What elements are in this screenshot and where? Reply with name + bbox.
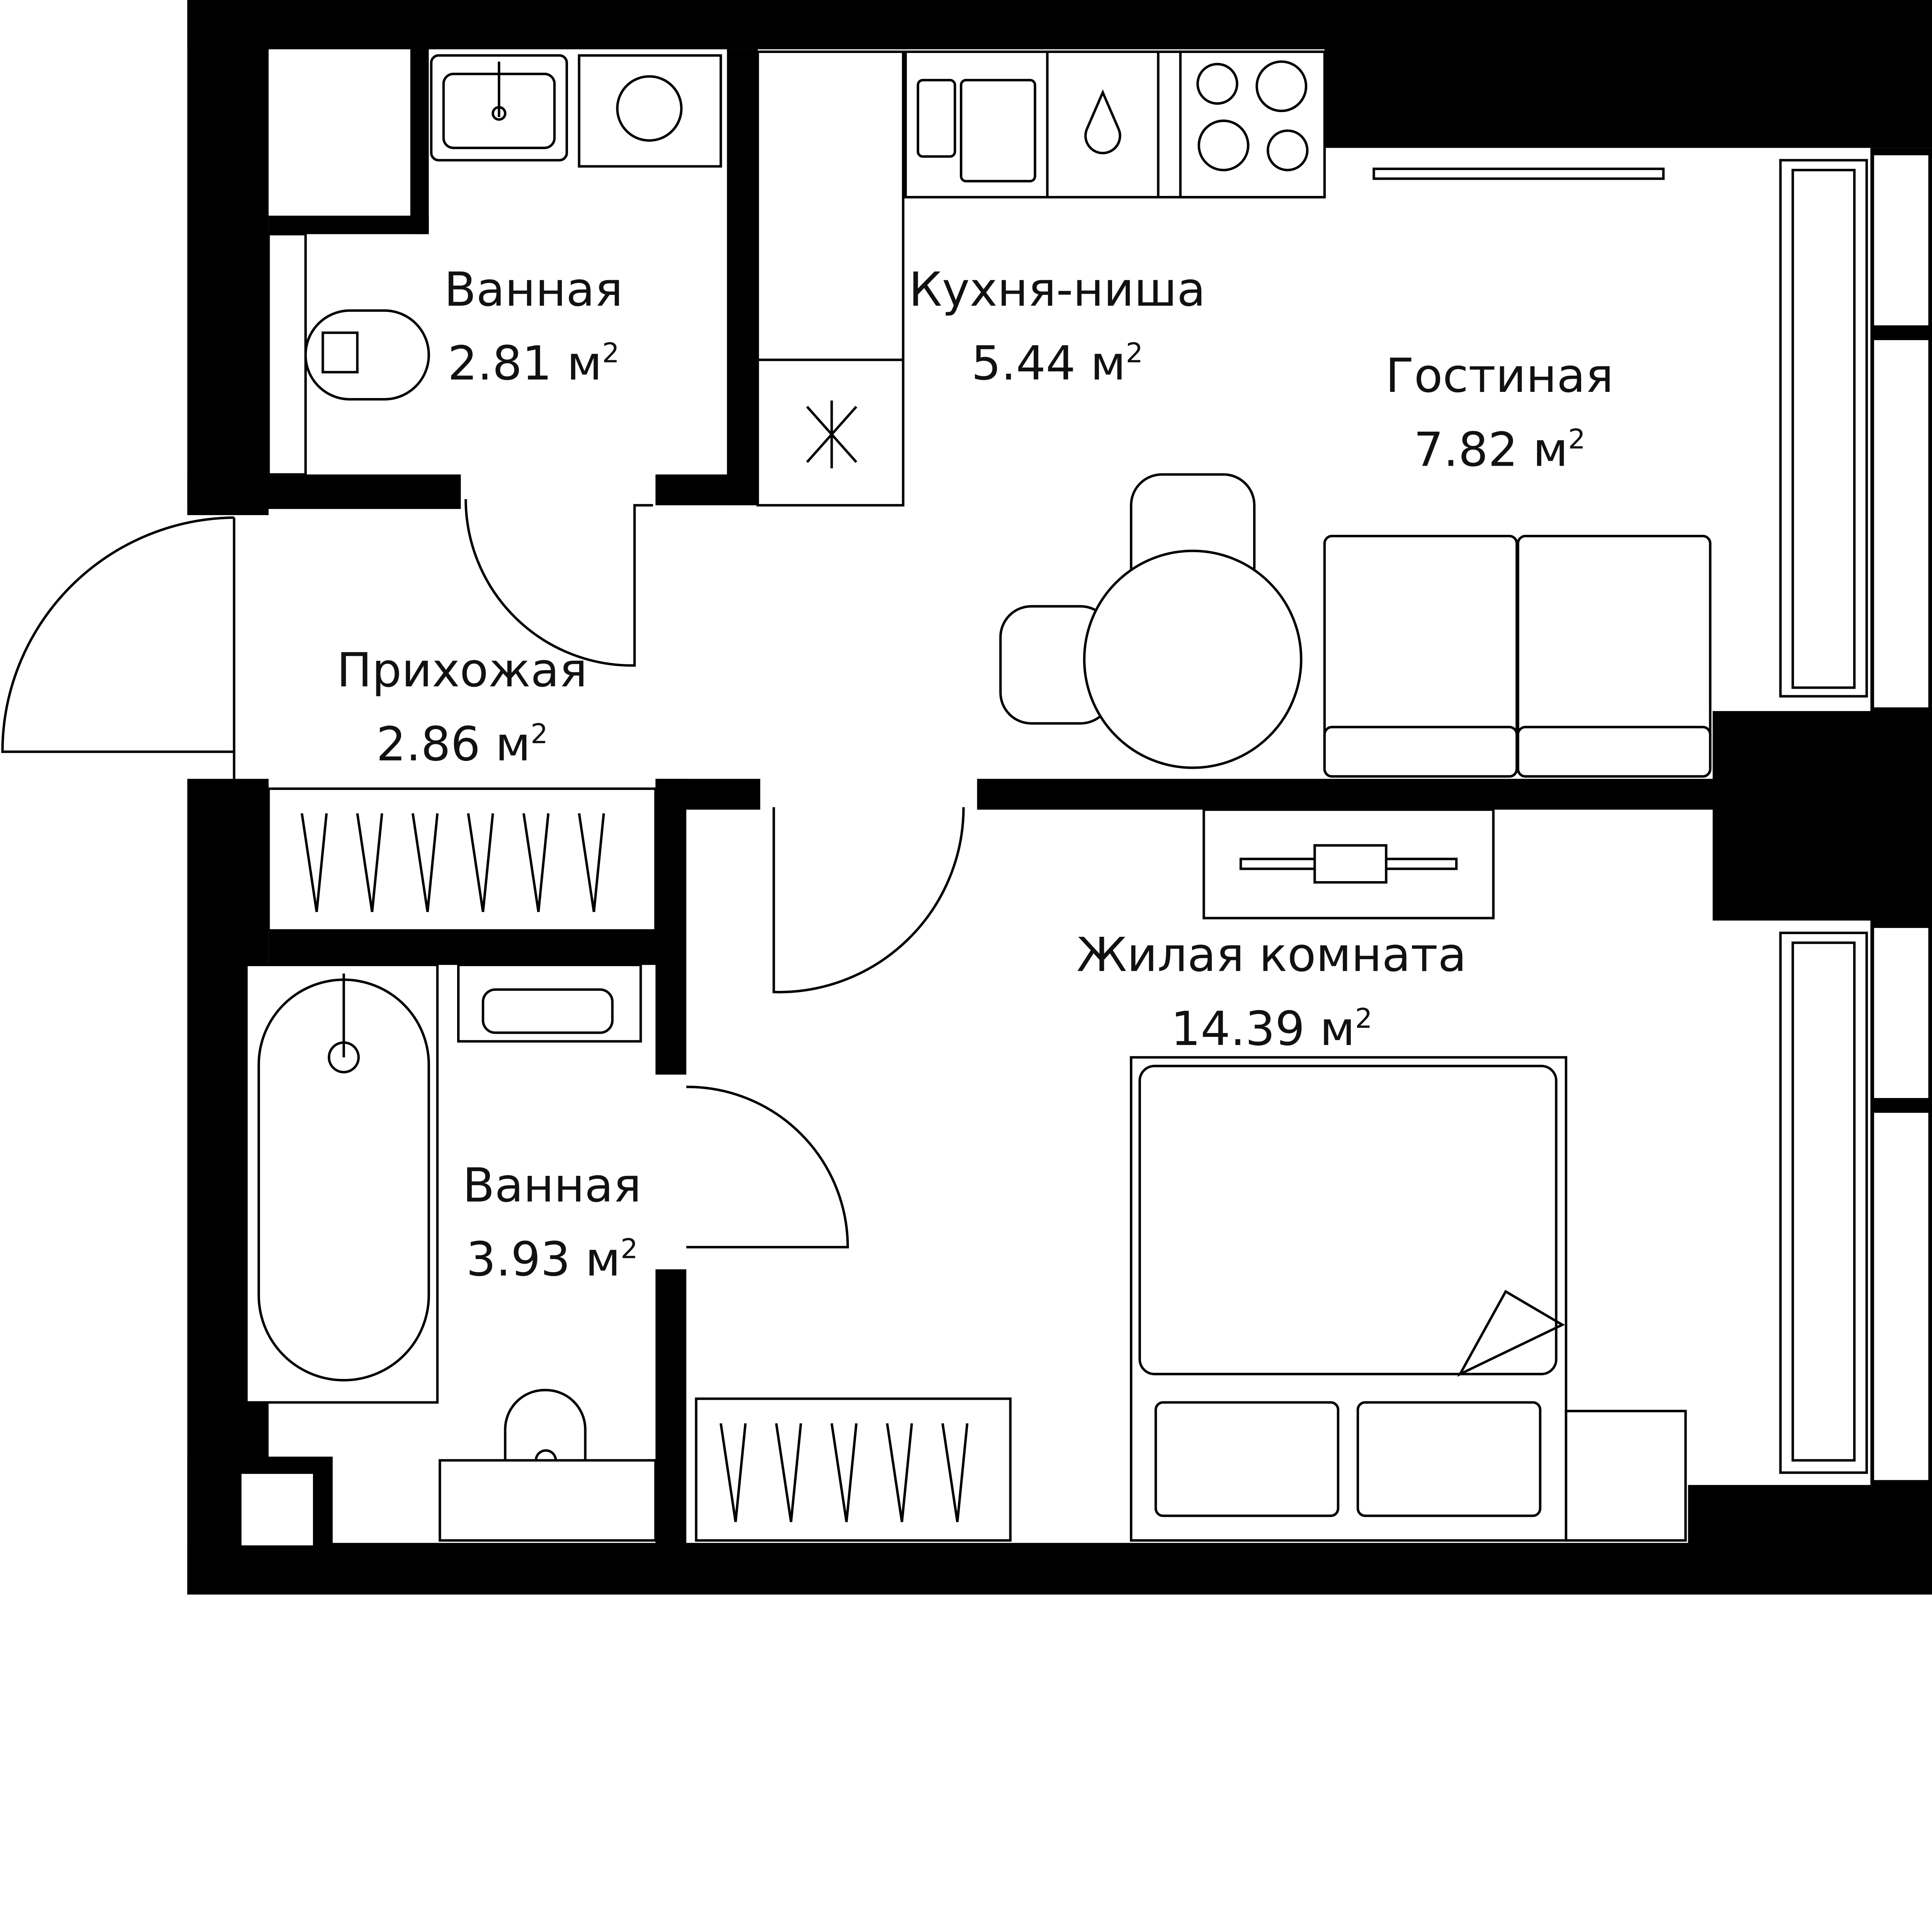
- bedroom-door[interactable]: [772, 807, 965, 994]
- room-label-living: Гостиная 7.82 м2: [1386, 349, 1614, 477]
- room-area: 14.39: [1171, 1002, 1305, 1056]
- area-unit: м: [1320, 1002, 1355, 1056]
- svg-text:7.82 м2: 7.82 м2: [1414, 422, 1585, 477]
- shaft: [267, 233, 307, 476]
- svg-text:5.44 м2: 5.44 м2: [971, 336, 1143, 391]
- area-unit: м: [1090, 336, 1126, 391]
- bath2-door[interactable]: [686, 1086, 849, 1249]
- area-unit: м: [585, 1232, 621, 1287]
- room-label-bath1: Ванная 2.81 м2: [444, 262, 623, 391]
- sink-icon: [430, 54, 568, 162]
- svg-text:14.39 м2: 14.39 м2: [1171, 1002, 1372, 1056]
- area-unit-sup: 2: [531, 718, 548, 750]
- window-upper: [1779, 153, 1931, 710]
- water-drop-icon: [1084, 89, 1121, 155]
- svg-text:2.81 м2: 2.81 м2: [448, 336, 619, 391]
- room-label-bath2: Ванная 3.93 м2: [463, 1158, 641, 1287]
- bathtub-icon: [245, 963, 439, 1404]
- entrance-door[interactable]: [1, 516, 236, 779]
- area-unit-sup: 2: [621, 1233, 638, 1265]
- sofa: [1323, 534, 1712, 778]
- sink-icon-2: [457, 963, 642, 1043]
- bed: [1130, 1056, 1568, 1542]
- area-unit-sup: 2: [1568, 424, 1585, 455]
- room-label-hall: Прихожая 2.86 м2: [337, 643, 587, 771]
- room-name: Ванная: [444, 262, 623, 317]
- floor-plan: Ванная 2.81 м2 Кухня-ниша 5.44 м2 Гостин…: [1, 0, 1932, 1595]
- area-unit-sup: 2: [1126, 337, 1143, 369]
- fridge-icon: [806, 400, 857, 468]
- svg-text:2.86 м2: 2.86 м2: [376, 717, 548, 771]
- wardrobe-hall: [267, 787, 657, 932]
- room-area: 2.86: [376, 717, 481, 771]
- room-name: Прихожая: [337, 643, 587, 698]
- room-name: Кухня-ниша: [909, 262, 1206, 317]
- svg-text:3.93 м2: 3.93 м2: [466, 1232, 638, 1287]
- room-area: 7.82: [1414, 422, 1518, 477]
- kitchen-counter: [756, 50, 1326, 507]
- room-name: Ванная: [463, 1158, 641, 1213]
- washing-machine-icon: [578, 54, 722, 168]
- tv-stand: [1202, 808, 1495, 919]
- area-unit: м: [1533, 422, 1568, 477]
- window-lower: [1779, 925, 1931, 1483]
- bath1-door[interactable]: [464, 499, 653, 667]
- bath2-shelf: [439, 1459, 657, 1542]
- toilet-icon: [304, 309, 430, 401]
- area-unit-sup: 2: [602, 337, 619, 369]
- room-label-kitchen: Кухня-ниша 5.44 м2: [909, 262, 1206, 391]
- room-area: 2.81: [448, 336, 552, 391]
- room-name: Гостиная: [1386, 349, 1614, 403]
- room-area: 3.93: [466, 1232, 570, 1287]
- area-unit-sup: 2: [1355, 1002, 1372, 1034]
- dining-table: [999, 473, 1303, 769]
- wardrobe-bedroom: [695, 1397, 1012, 1542]
- room-label-bedroom: Жилая комната 14.39 м2: [1077, 928, 1466, 1056]
- area-unit: м: [495, 717, 531, 771]
- tv-icon: [1372, 167, 1665, 180]
- room-area: 5.44: [971, 336, 1076, 391]
- area-unit: м: [567, 336, 602, 391]
- room-name: Жилая комната: [1077, 928, 1466, 982]
- nightstand: [1565, 1409, 1687, 1542]
